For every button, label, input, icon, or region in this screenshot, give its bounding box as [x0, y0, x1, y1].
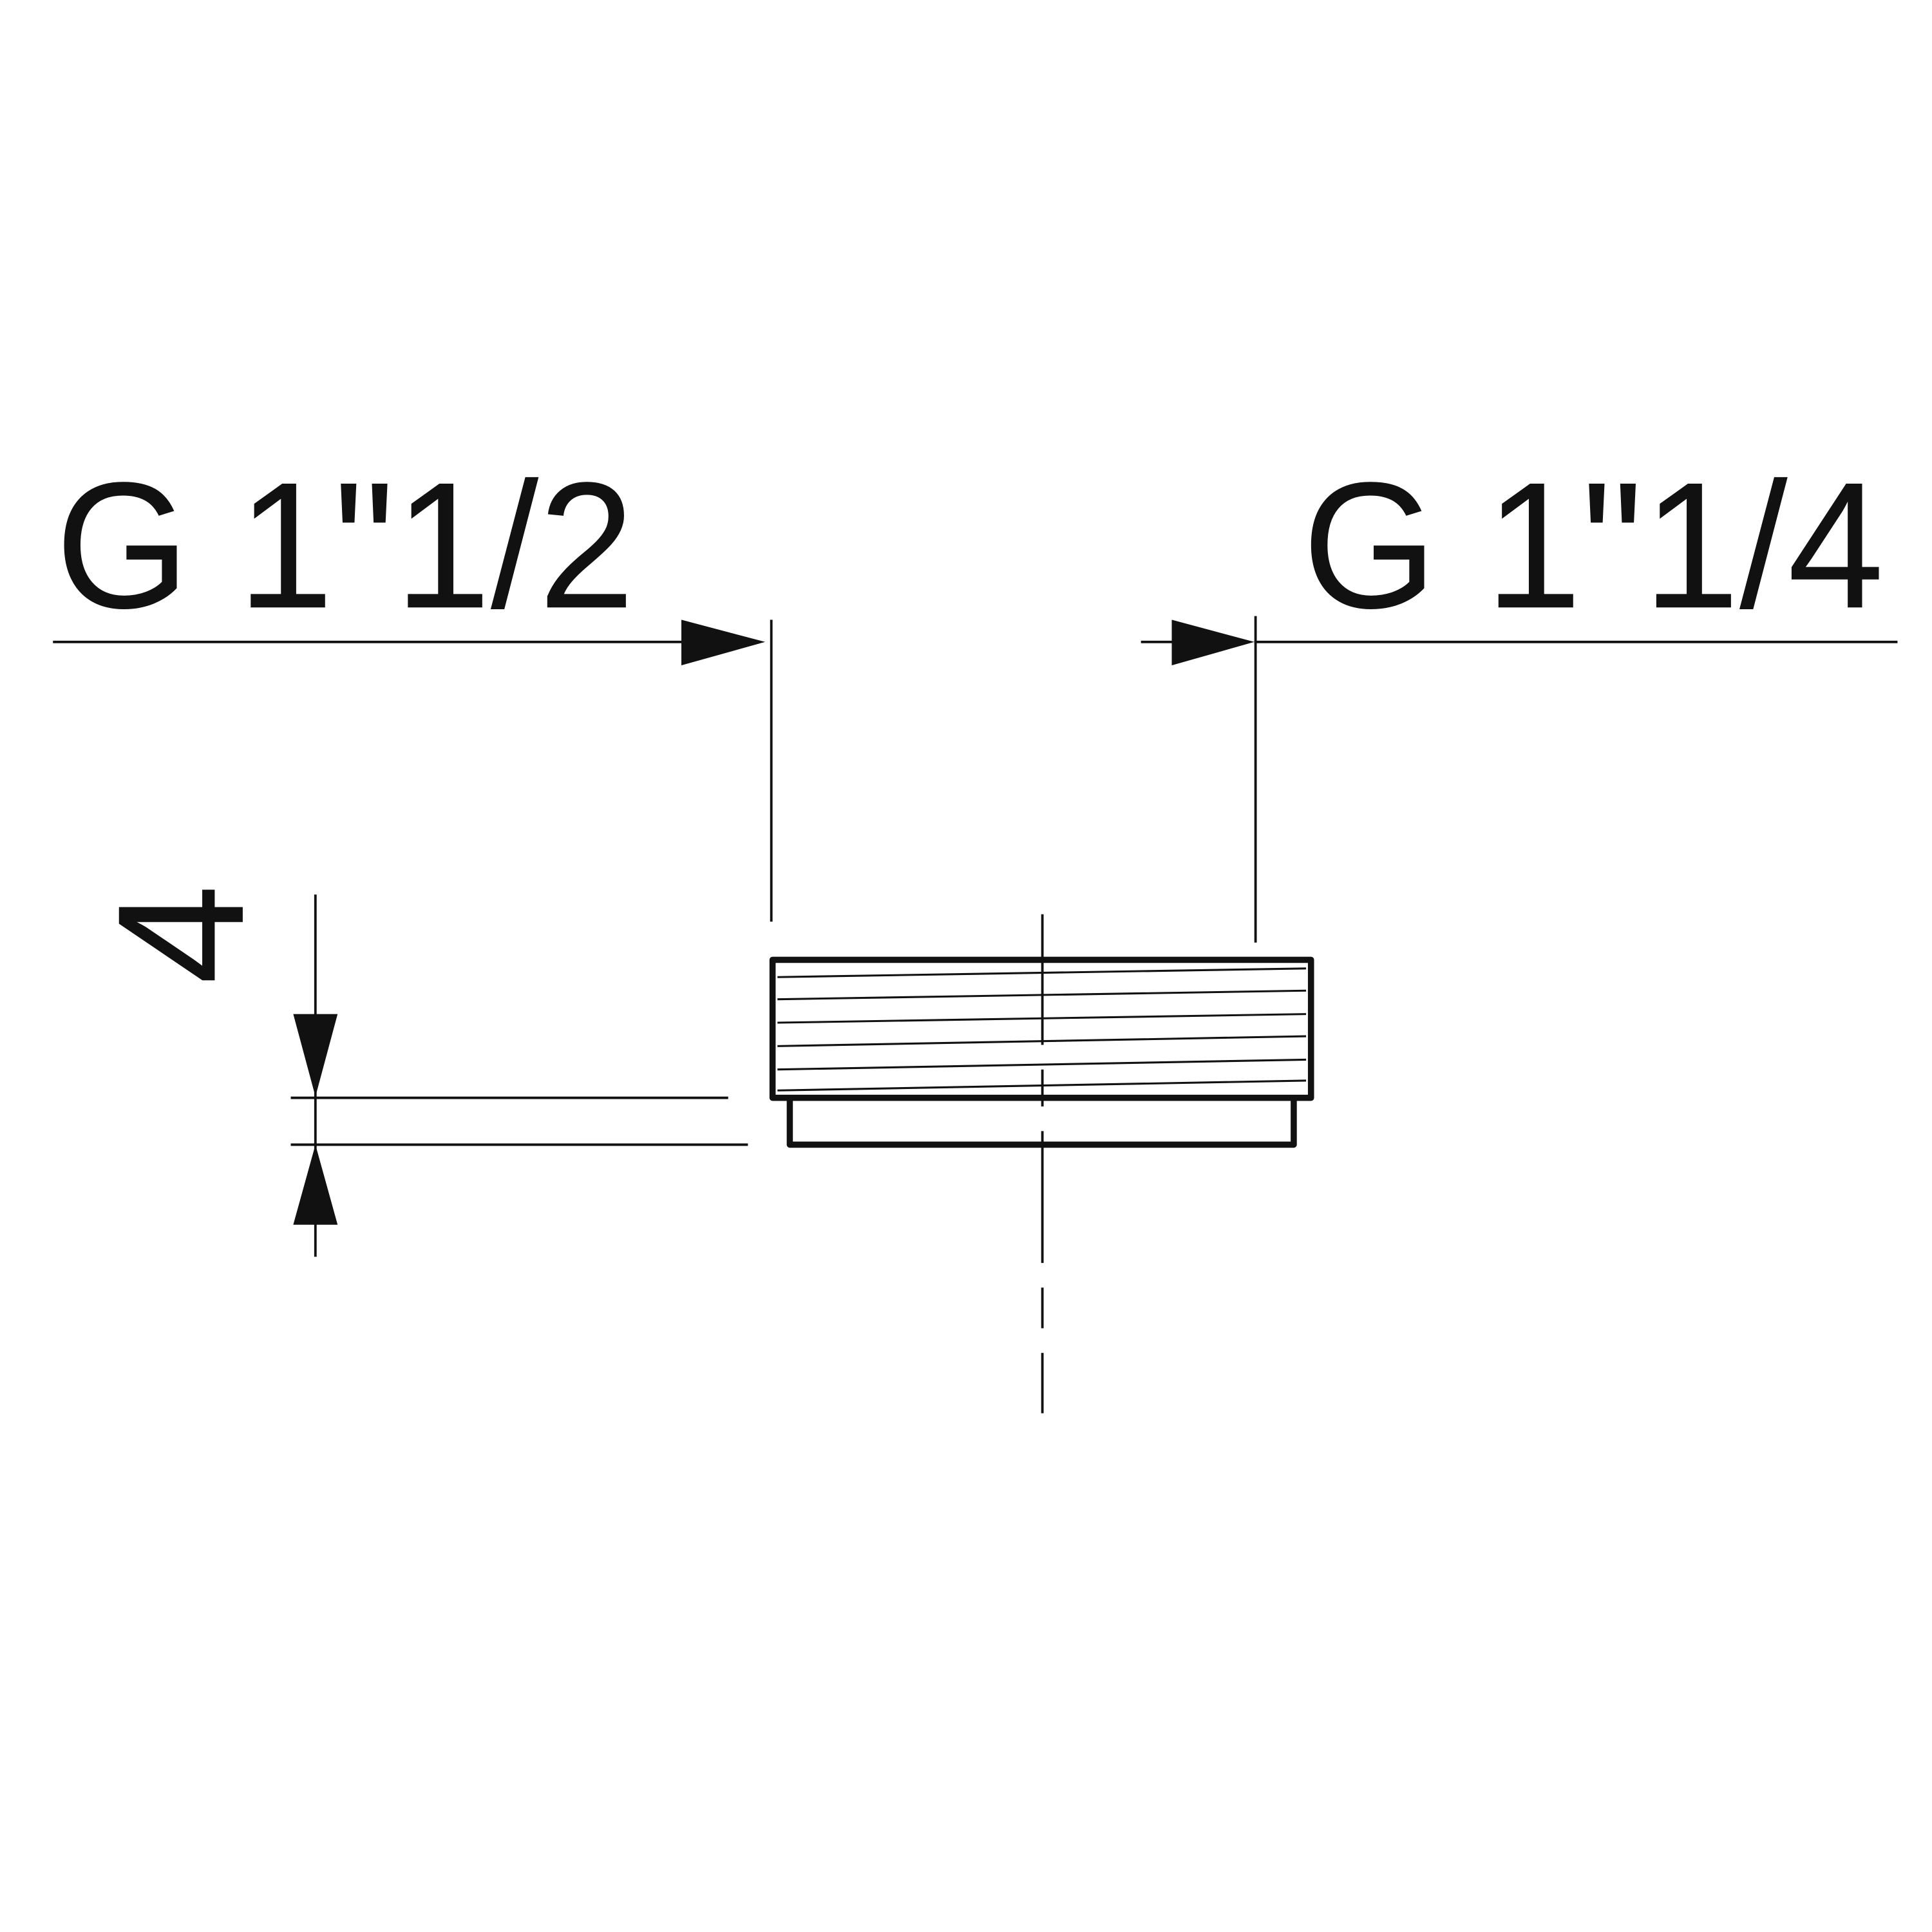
left-diameter-dimension [53, 620, 773, 922]
right-diameter-dimension [1141, 616, 1898, 943]
height-dimension-label: 4 [80, 884, 281, 984]
height-dimension [290, 895, 748, 1257]
right-thread-label: G 1"1/4 [1302, 445, 1884, 646]
left-thread-label: G 1"1/2 [55, 445, 634, 646]
